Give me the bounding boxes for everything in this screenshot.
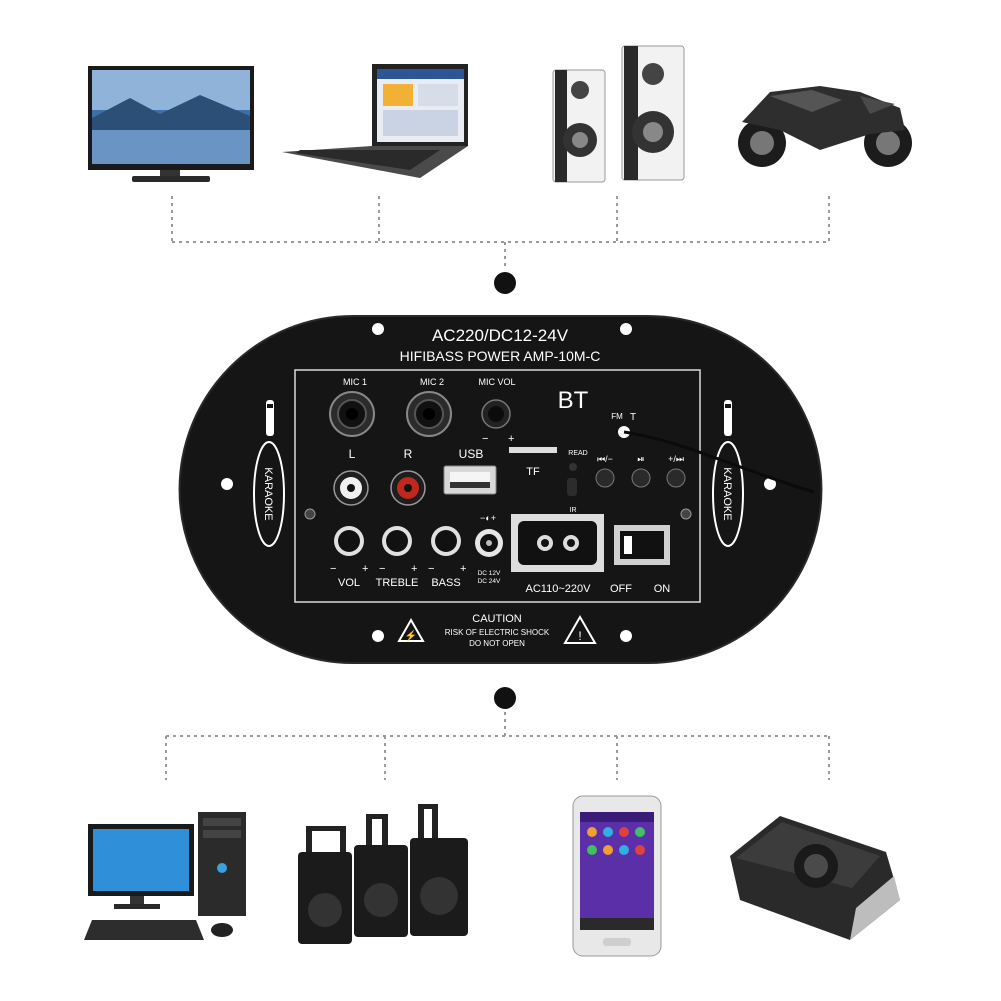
prev-button-label: ⏮/− <box>597 454 613 464</box>
right-channel-label: R <box>404 447 413 461</box>
tv-icon <box>88 66 254 182</box>
treble-label: TREBLE <box>376 577 419 589</box>
mounting-holes <box>221 323 776 642</box>
motorcycle-icon <box>738 86 912 167</box>
vol-knob[interactable] <box>334 526 364 556</box>
svg-text:+: + <box>508 433 514 445</box>
bluetooth-receiver-icon <box>730 816 900 940</box>
mic1-jack[interactable] <box>329 391 375 437</box>
power-switch[interactable] <box>614 525 670 565</box>
panel-screws <box>304 508 692 520</box>
left-channel-label: L <box>349 447 356 461</box>
play-button-label: ⏯ <box>637 454 644 464</box>
microphone-icon <box>724 400 732 436</box>
next-button[interactable] <box>666 468 686 488</box>
karaoke-badge-left: KARAOKE <box>253 400 285 547</box>
bass-knob[interactable] <box>431 526 461 556</box>
top-connector-dot <box>494 272 516 294</box>
panel-title-line1: AC220/DC12-24V <box>432 326 569 345</box>
warning-triangle-icon-right: ! <box>563 614 597 644</box>
desktop-computer-icon <box>84 812 246 940</box>
caution-line1: RISK OF ELECTRIC SHOCK <box>445 628 550 637</box>
switch-off-label: OFF <box>610 583 632 595</box>
svg-text:!: ! <box>578 629 581 643</box>
karaoke-label-left: KARAOKE <box>262 467 274 520</box>
mic1-label: MIC 1 <box>343 377 367 387</box>
rca-left-jack[interactable] <box>333 470 369 506</box>
svg-text:−: − <box>428 563 434 575</box>
mic-vol-label: MIC VOL <box>478 377 515 387</box>
svg-text:⚡: ⚡ <box>405 629 417 642</box>
tf-card-slot[interactable] <box>509 447 557 453</box>
bt-label: BT <box>558 387 589 414</box>
dc-voltage-line1: DC 12V <box>478 570 501 577</box>
mic2-label: MIC 2 <box>420 377 444 387</box>
svg-text:−: − <box>482 433 488 445</box>
prev-button[interactable] <box>595 468 615 488</box>
dc-polarity-icon: −◐+ <box>480 513 496 523</box>
fm-label: FM <box>611 412 623 421</box>
caution-title: CAUTION <box>472 613 522 625</box>
treble-knob[interactable] <box>382 526 412 556</box>
svg-text:+: + <box>460 563 466 575</box>
warning-triangle-icon-left: ⚡ <box>397 617 425 642</box>
smartphone-icon <box>572 795 662 957</box>
caution-line2: DO NOT OPEN <box>469 639 525 648</box>
svg-text:+: + <box>362 563 368 575</box>
rca-right-jack[interactable] <box>390 470 426 506</box>
read-led <box>569 463 577 471</box>
laptop-icon <box>282 64 468 178</box>
dc-voltage-line2: DC 24V <box>478 578 501 585</box>
svg-text:+: + <box>411 563 417 575</box>
top-connector-lines <box>171 196 830 268</box>
usb-port[interactable] <box>443 465 497 495</box>
ac-power-inlet[interactable] <box>511 514 604 572</box>
play-pause-button[interactable] <box>631 468 651 488</box>
svg-text:−: − <box>379 563 385 575</box>
trolley-speakers-icon <box>298 804 468 944</box>
ir-label: IR <box>570 507 577 514</box>
speakers-icon <box>552 45 685 183</box>
karaoke-badge-right: KARAOKE <box>712 400 744 547</box>
next-button-label: +/⏭ <box>668 454 684 464</box>
microphone-icon <box>266 400 274 436</box>
bass-label: BASS <box>431 577 460 589</box>
bottom-connector-lines <box>165 712 830 780</box>
karaoke-label-right: KARAOKE <box>721 467 733 520</box>
dc-power-jack[interactable] <box>475 529 503 557</box>
bottom-connector-dot <box>494 687 516 709</box>
vol-label: VOL <box>338 577 360 589</box>
switch-on-label: ON <box>654 583 671 595</box>
read-label: READ <box>568 450 587 457</box>
usb-label: USB <box>459 447 484 461</box>
mic-vol-knob[interactable] <box>481 399 511 429</box>
ac-input-label: AC110~220V <box>526 583 592 595</box>
svg-text:−: − <box>330 563 336 575</box>
ir-receiver <box>567 478 577 496</box>
antenna-icon: T <box>630 412 636 423</box>
tf-label: TF <box>526 466 540 478</box>
mic2-jack[interactable] <box>406 391 452 437</box>
antenna-wire <box>623 430 815 494</box>
amplifier-panel: AC220/DC12-24V HIFIBASS POWER AMP-10M-C … <box>178 315 823 664</box>
panel-title-line2: HIFIBASS POWER AMP-10M-C <box>400 348 601 364</box>
